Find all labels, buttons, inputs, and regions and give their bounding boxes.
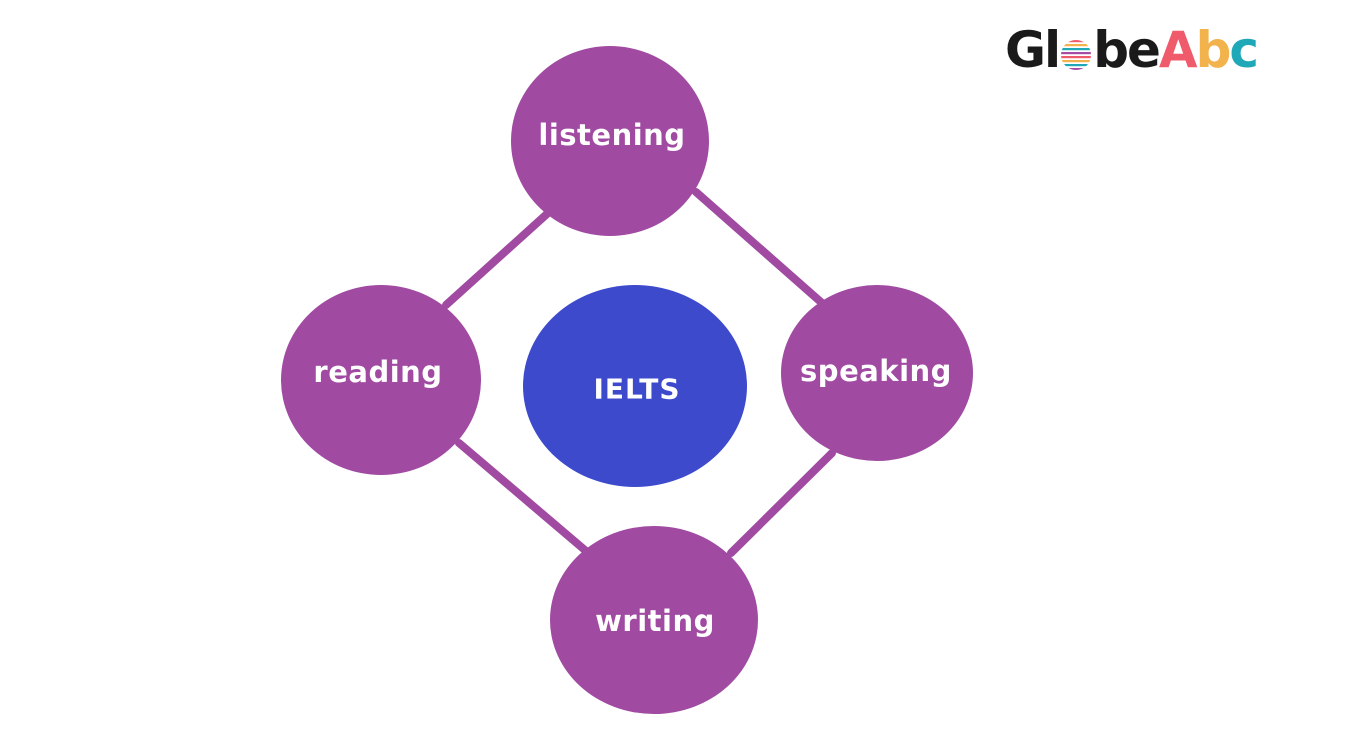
center-node: IELTS: [523, 285, 747, 487]
node-writing: writing: [550, 526, 758, 714]
node-writing-label: writing: [595, 604, 715, 638]
node-listening: listening: [511, 46, 709, 236]
node-speaking-label: speaking: [800, 354, 952, 388]
globeabc-logo: Gl be A b c: [1005, 21, 1259, 79]
logo-part-a: A: [1158, 21, 1198, 79]
globe-stripe: [1061, 68, 1092, 70]
globe-stripe: [1061, 48, 1092, 51]
connector-reading-listening: [442, 209, 552, 309]
node-speaking: speaking: [781, 285, 973, 461]
node-listening-label: listening: [538, 118, 685, 152]
center-node-label: IELTS: [593, 373, 680, 406]
node-writing-circle: [550, 526, 758, 714]
globe-stripe: [1061, 52, 1092, 55]
logo-part-gl: Gl: [1005, 21, 1061, 79]
node-reading: reading: [281, 285, 481, 475]
node-reading-label: reading: [313, 355, 442, 389]
globe-stripe: [1061, 60, 1092, 63]
node-reading-circle: [281, 285, 481, 475]
center-node-ellipse: [523, 285, 747, 487]
logo-part-be: be: [1093, 21, 1161, 79]
node-listening-circle: [511, 46, 709, 236]
logo-part-c: c: [1229, 21, 1259, 79]
connectors: [442, 188, 836, 557]
connector-listening-speaking: [692, 188, 826, 307]
connector-writing-reading: [455, 439, 590, 555]
globe-stripe: [1061, 40, 1092, 43]
globe-icon: [1061, 40, 1092, 70]
node-speaking-circle: [781, 285, 973, 461]
logo-part-b: b: [1195, 21, 1232, 79]
connector-speaking-writing: [727, 449, 836, 557]
globe-stripe: [1061, 64, 1092, 67]
globe-stripe: [1061, 56, 1092, 59]
globe-stripe: [1061, 44, 1092, 47]
